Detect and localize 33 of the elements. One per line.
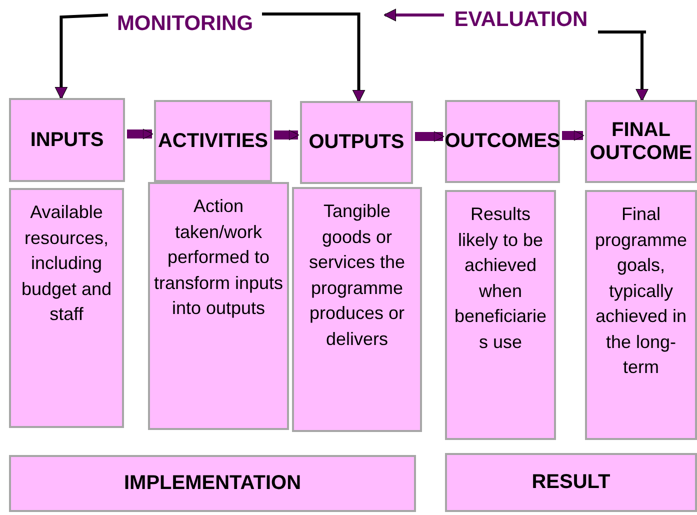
box-text: ACTIVITIES (158, 130, 268, 152)
box-text: OUTCOMES (444, 130, 560, 153)
box-text: Results likely to be achieved when beneficiaries use (453, 203, 548, 354)
stage-box (585, 100, 697, 183)
box-text: IMPLEMENTATION (124, 472, 302, 495)
box-text: FINAL OUTCOME (588, 118, 694, 164)
heading-label: MONITORING (116, 12, 254, 36)
block-arrow (562, 130, 584, 141)
arrow (384, 8, 444, 22)
description-box (148, 182, 289, 430)
phase-box (9, 455, 416, 512)
phase-box (445, 453, 697, 512)
block-arrow (415, 131, 444, 142)
description-box (292, 187, 422, 432)
box-text: Action taken/work performed to transform inputs into outputs (152, 195, 284, 320)
box-text: OUTPUTS (308, 131, 404, 154)
description-box (585, 190, 697, 440)
arrow (598, 30, 648, 102)
description-box (445, 190, 556, 440)
box-text: Tangible goods or services the programme produces or delivers (308, 200, 406, 351)
box-text: RESULT (532, 471, 610, 494)
description-box (9, 188, 124, 428)
arrow (54, 14, 108, 100)
box-text: INPUTS (30, 128, 104, 152)
heading-label: EVALUATION (454, 8, 588, 32)
stage-box (445, 100, 560, 183)
box-text: Available resources, including budget and staff (20, 201, 113, 326)
stage-box (154, 100, 272, 182)
arrow (262, 12, 366, 102)
stage-box (9, 98, 125, 182)
block-arrow (274, 130, 300, 140)
stage-box (300, 101, 413, 184)
box-text: Final programme goals, typically achieved in the long-term (594, 203, 688, 380)
